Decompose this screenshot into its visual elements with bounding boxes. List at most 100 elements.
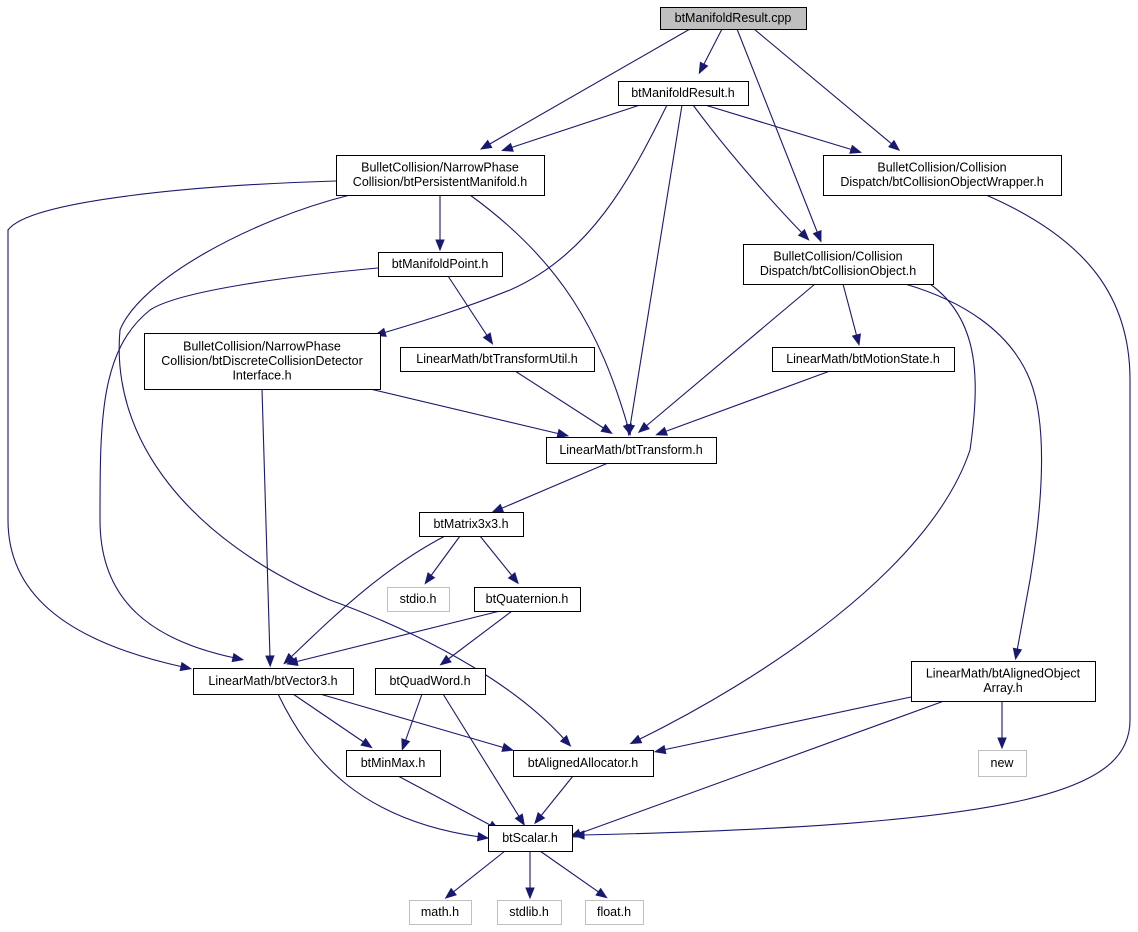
node-box [378, 252, 503, 277]
node-stdlib: stdlib.h [497, 900, 562, 925]
edge-pm-mp [435, 195, 445, 252]
node-box [743, 244, 934, 285]
arrowhead [629, 734, 643, 745]
node-label: LinearMath/btTransform.h [559, 443, 702, 457]
node-quat[interactable]: btQuaternion.h [474, 587, 581, 612]
node-cow[interactable]: BulletCollision/CollisionDispatch/btColl… [823, 155, 1062, 196]
node-float: float.h [585, 900, 644, 925]
edge-minmax-scalar [397, 775, 501, 831]
edge-cpp-mr [698, 28, 723, 75]
node-tu[interactable]: LinearMath/btTransformUtil.h [400, 347, 595, 372]
edge-line [662, 696, 912, 751]
node-co[interactable]: BulletCollision/CollisionDispatch/btColl… [743, 244, 934, 285]
edge-line [644, 283, 816, 428]
node-box [513, 750, 654, 777]
node-pm[interactable]: BulletCollision/NarrowPhaseCollision/btP… [336, 155, 545, 196]
arrowhead [698, 61, 709, 75]
edge-aoa-aa [653, 696, 912, 755]
arrowhead [476, 832, 490, 842]
edge-aoa-new [997, 701, 1007, 750]
edge-line [753, 28, 894, 146]
node-box [585, 900, 644, 925]
node-mp[interactable]: btManifoldPoint.h [378, 252, 503, 277]
edge-co-aa [629, 283, 976, 745]
node-label: new [991, 756, 1015, 770]
edge-line [702, 28, 723, 67]
node-label: BulletCollision/Collision [773, 250, 902, 264]
edge-line [514, 370, 606, 430]
edge-line [499, 462, 609, 510]
node-v3[interactable]: LinearMath/btVector3.h [193, 668, 354, 695]
node-label: Dispatch/btCollisionObject.h [760, 264, 916, 278]
node-box [823, 155, 1062, 196]
edge-m33-stdio [424, 535, 461, 585]
arrowhead [444, 887, 457, 899]
edge-line [404, 693, 423, 743]
arrowhead [1012, 647, 1023, 661]
node-box [660, 7, 807, 30]
node-label: stdio.h [400, 592, 437, 606]
node-box [978, 750, 1027, 777]
edge-m33-quat [479, 535, 519, 585]
edge-ms-tr [655, 370, 831, 436]
edge-line [294, 610, 501, 663]
edge-line [292, 693, 366, 744]
node-mr[interactable]: btManifoldResult.h [618, 81, 749, 106]
node-aa[interactable]: btAlignedAllocator.h [513, 750, 654, 777]
edge-line [904, 283, 1043, 652]
edge-aa-scalar [534, 775, 574, 825]
arrowhead [179, 661, 193, 672]
edge-quat-v3 [285, 610, 501, 666]
edge-line [479, 535, 514, 578]
node-cpp[interactable]: btManifoldResult.cpp [660, 7, 807, 30]
edge-line [289, 535, 446, 659]
edge-tu-tr [514, 370, 613, 435]
arrowhead [283, 652, 296, 665]
node-label: btManifoldResult.h [631, 86, 735, 100]
edge-line [261, 388, 271, 659]
edge-pm-aa [118, 194, 572, 747]
edge-mr-pm [501, 104, 641, 152]
arrowhead [424, 572, 436, 585]
arrowhead [479, 139, 493, 150]
arrowhead [491, 503, 505, 513]
node-label: btQuaternion.h [486, 592, 569, 606]
node-label: btQuadWord.h [389, 674, 470, 688]
edge-dcdi-tr [369, 388, 570, 439]
edge-scalar-math [444, 850, 506, 899]
edge-co-tr [637, 283, 816, 433]
node-m33[interactable]: btMatrix3x3.h [419, 512, 524, 537]
node-box [387, 587, 450, 612]
arrowhead [849, 144, 862, 154]
arrowhead [622, 423, 632, 436]
edge-line [842, 283, 858, 338]
node-label: btAlignedAllocator.h [528, 756, 639, 770]
node-minmax[interactable]: btMinMax.h [346, 750, 441, 777]
arrowhead [851, 333, 861, 346]
arrowhead [888, 139, 901, 151]
edge-cpp-pm [479, 28, 691, 150]
edge-cpp-co [736, 28, 822, 243]
node-label: Collision/btDiscreteCollisionDetector [161, 354, 362, 368]
arrowhead [525, 887, 535, 900]
node-box [618, 81, 749, 106]
arrowhead [401, 738, 411, 751]
edge-tr-m33 [491, 462, 609, 513]
node-scalar[interactable]: btScalar.h [488, 825, 573, 852]
edge-mp-tu [447, 275, 494, 345]
node-label: LinearMath/btVector3.h [208, 674, 337, 688]
node-box [144, 333, 381, 390]
arrowhead [482, 332, 494, 345]
edges-layer [7, 28, 1131, 900]
node-label: math.h [421, 905, 459, 919]
edge-v3-scalar [277, 693, 490, 842]
node-ms[interactable]: LinearMath/btMotionState.h [772, 347, 955, 372]
edge-line [369, 388, 561, 435]
node-qw[interactable]: btQuadWord.h [375, 668, 486, 695]
node-label: BulletCollision/NarrowPhase [361, 161, 519, 175]
arrowhead [285, 656, 299, 666]
node-dcdi[interactable]: BulletCollision/NarrowPhaseCollision/btD… [144, 333, 381, 390]
node-tr[interactable]: LinearMath/btTransform.h [546, 437, 717, 464]
